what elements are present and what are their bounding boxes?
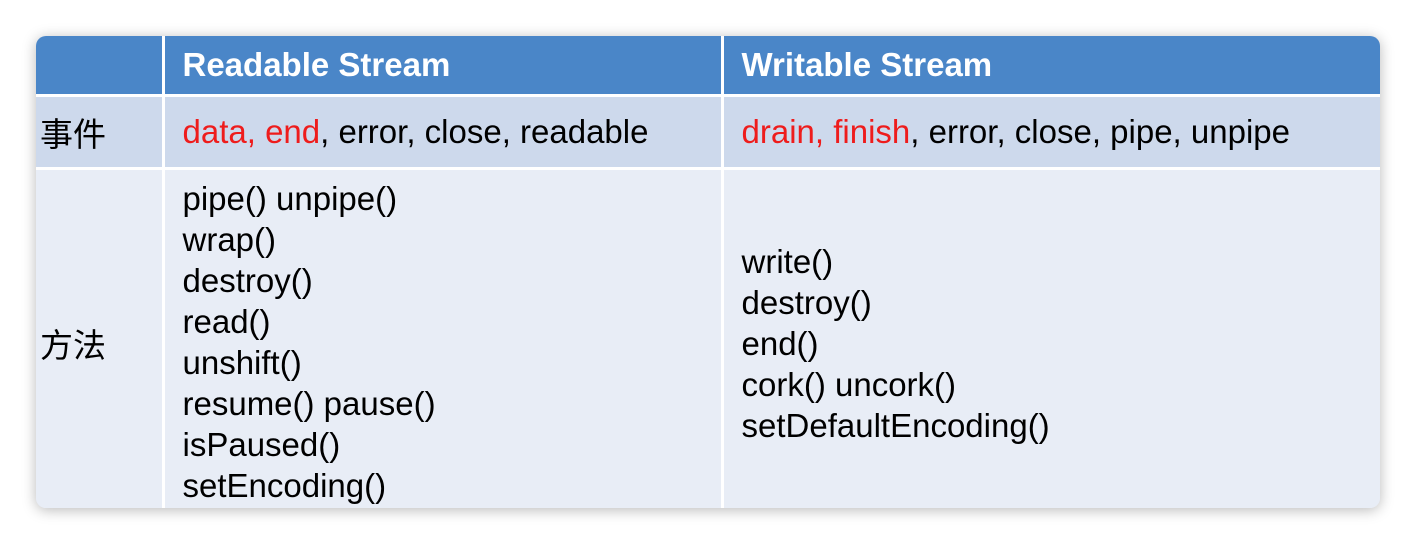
writable-events-rest: , error, close, pipe, unpipe — [910, 113, 1290, 150]
writable-method-item: end() — [741, 324, 819, 362]
methods-row-label: 方法 — [36, 167, 165, 508]
readable-method-item: resume() pause() — [182, 385, 436, 422]
readable-methods-list: pipe() unpipe() wrap() destroy() read() … — [183, 178, 721, 506]
table-header-row: Readable Stream Writable Stream — [36, 36, 1380, 96]
writable-method-item: write() — [741, 242, 834, 280]
readable-method-item: unshift() — [182, 344, 302, 381]
readable-method-item: wrap() — [182, 221, 277, 258]
writable-methods-cell: write() destroy() end() cork() uncork() … — [722, 167, 1381, 508]
header-readable-stream: Readable Stream — [163, 36, 724, 96]
readable-events-cell: data, end, error, close, readable — [163, 94, 724, 169]
header-writable-stream: Writable Stream — [722, 36, 1380, 96]
readable-method-item: setEncoding() — [182, 467, 387, 504]
readable-methods-cell: pipe() unpipe() wrap() destroy() read() … — [163, 167, 724, 508]
readable-method-item: isPaused() — [182, 426, 341, 463]
methods-row: 方法 pipe() unpipe() wrap() destroy() read… — [36, 167, 1381, 508]
events-row: 事件 data, end, error, close, readable dra… — [36, 94, 1380, 169]
header-corner-cell — [36, 36, 165, 96]
readable-method-item: pipe() unpipe() — [182, 180, 398, 217]
writable-method-item: cork() uncork() — [741, 365, 957, 403]
readable-method-item: destroy() — [182, 262, 313, 299]
readable-method-item: read() — [182, 303, 271, 340]
stream-comparison-table-card: Readable Stream Writable Stream 事件 data,… — [36, 36, 1380, 508]
writable-method-item: destroy() — [741, 283, 872, 321]
stream-comparison-table: Readable Stream Writable Stream 事件 data,… — [36, 36, 1380, 508]
readable-events-rest: , error, close, readable — [320, 113, 649, 150]
writable-method-item: setDefaultEncoding() — [741, 406, 1050, 444]
writable-methods-list: write() destroy() end() cork() uncork() … — [742, 241, 1381, 446]
readable-events-highlighted: data, end — [182, 113, 321, 150]
writable-events-highlighted: drain, finish — [741, 113, 911, 150]
writable-events-cell: drain, finish, error, close, pipe, unpip… — [722, 94, 1380, 169]
events-row-label: 事件 — [36, 94, 165, 169]
